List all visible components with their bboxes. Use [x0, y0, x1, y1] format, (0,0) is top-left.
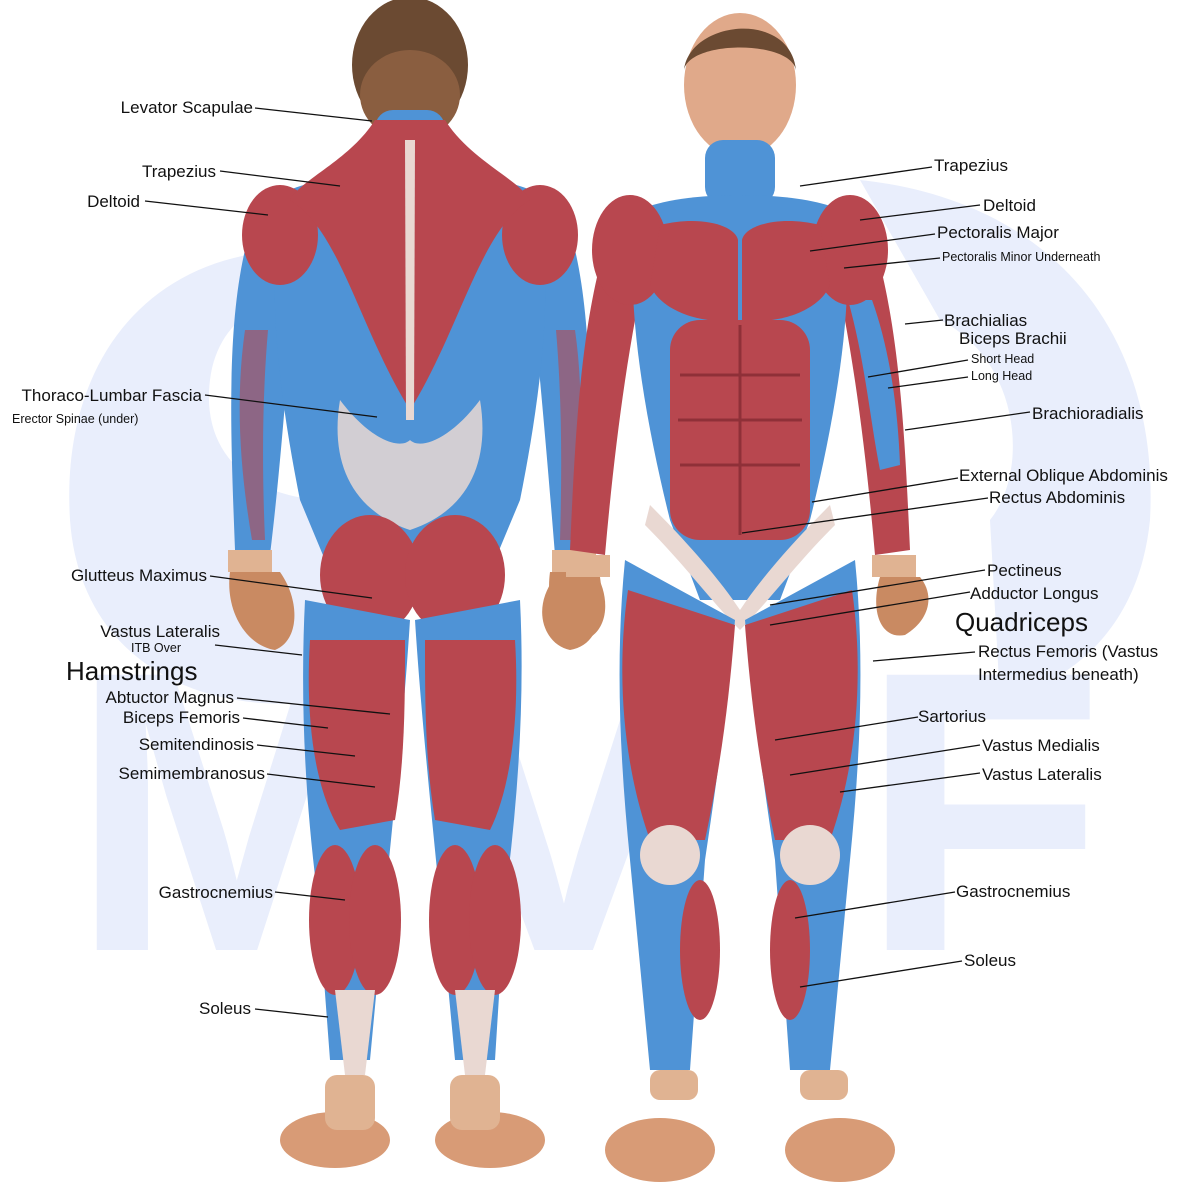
label-external-oblique: External Oblique Abdominis — [959, 466, 1168, 485]
label-pectoralis-major: Pectoralis Major — [937, 223, 1059, 242]
label-short-head: Short Head — [971, 352, 1035, 366]
leader-lines — [144, 107, 1031, 1018]
label-posterior-soleus: Soleus — [199, 999, 251, 1018]
label-brachioradialis: Brachioradialis — [1032, 404, 1144, 423]
label-rectus-femoris: Rectus Femoris (Vastus Intermedius benea… — [978, 642, 1159, 684]
label-glutteus-maximus: Glutteus Maximus — [70, 566, 207, 585]
label-anterior-trapezius: Trapezius — [934, 156, 1009, 175]
label-long-head: Long Head — [971, 369, 1033, 383]
label-hamstrings-group: Hamstrings — [66, 656, 198, 686]
label-adductor-longus: Adductor Longus — [970, 584, 1099, 603]
label-anterior-gastrocnemius: Gastrocnemius — [956, 882, 1071, 901]
label-itb-over: ITB Over — [130, 641, 181, 655]
watermark-letter-f: F — [860, 588, 1104, 1035]
label-erector-spinae: Erector Spinae (under) — [12, 412, 139, 426]
label-brachialias: Brachialias — [944, 311, 1028, 330]
label-quadriceps-group: Quadriceps — [955, 607, 1088, 637]
label-posterior-gastrocnemius: Gastrocnemius — [158, 883, 273, 902]
label-levator-scapulae: Levator Scapulae — [120, 98, 253, 117]
anterior-figure — [542, 13, 929, 1182]
posterior-figure — [228, 0, 606, 1168]
label-posterior-deltoid: Deltoid — [87, 192, 140, 211]
label-vastus-medialis: Vastus Medialis — [982, 736, 1100, 755]
label-biceps-femoris: Biceps Femoris — [122, 708, 240, 727]
label-biceps-brachii: Biceps Brachii — [959, 329, 1067, 348]
label-anterior-vastus-lateralis: Vastus Lateralis — [982, 765, 1102, 784]
label-posterior-vastus-lateralis: Vastus Lateralis — [100, 622, 220, 641]
label-posterior-trapezius: Trapezius — [141, 162, 216, 181]
label-pectoralis-minor: Pectoralis Minor Underneath — [942, 250, 1101, 264]
label-abtuctor-magnus: Abtuctor Magnus — [105, 688, 234, 707]
label-thoraco-lumbar-fascia: Thoraco-Lumbar Fascia — [21, 386, 202, 405]
label-semitendinosis: Semitendinosis — [138, 735, 254, 754]
label-semimembranosus: Semimembranosus — [118, 764, 265, 783]
label-anterior-deltoid: Deltoid — [983, 196, 1036, 215]
label-rectus-abdominis: Rectus Abdominis — [989, 488, 1126, 507]
label-pectineus: Pectineus — [987, 561, 1062, 580]
label-anterior-soleus: Soleus — [964, 951, 1016, 970]
label-sartorius: Sartorius — [918, 707, 987, 726]
